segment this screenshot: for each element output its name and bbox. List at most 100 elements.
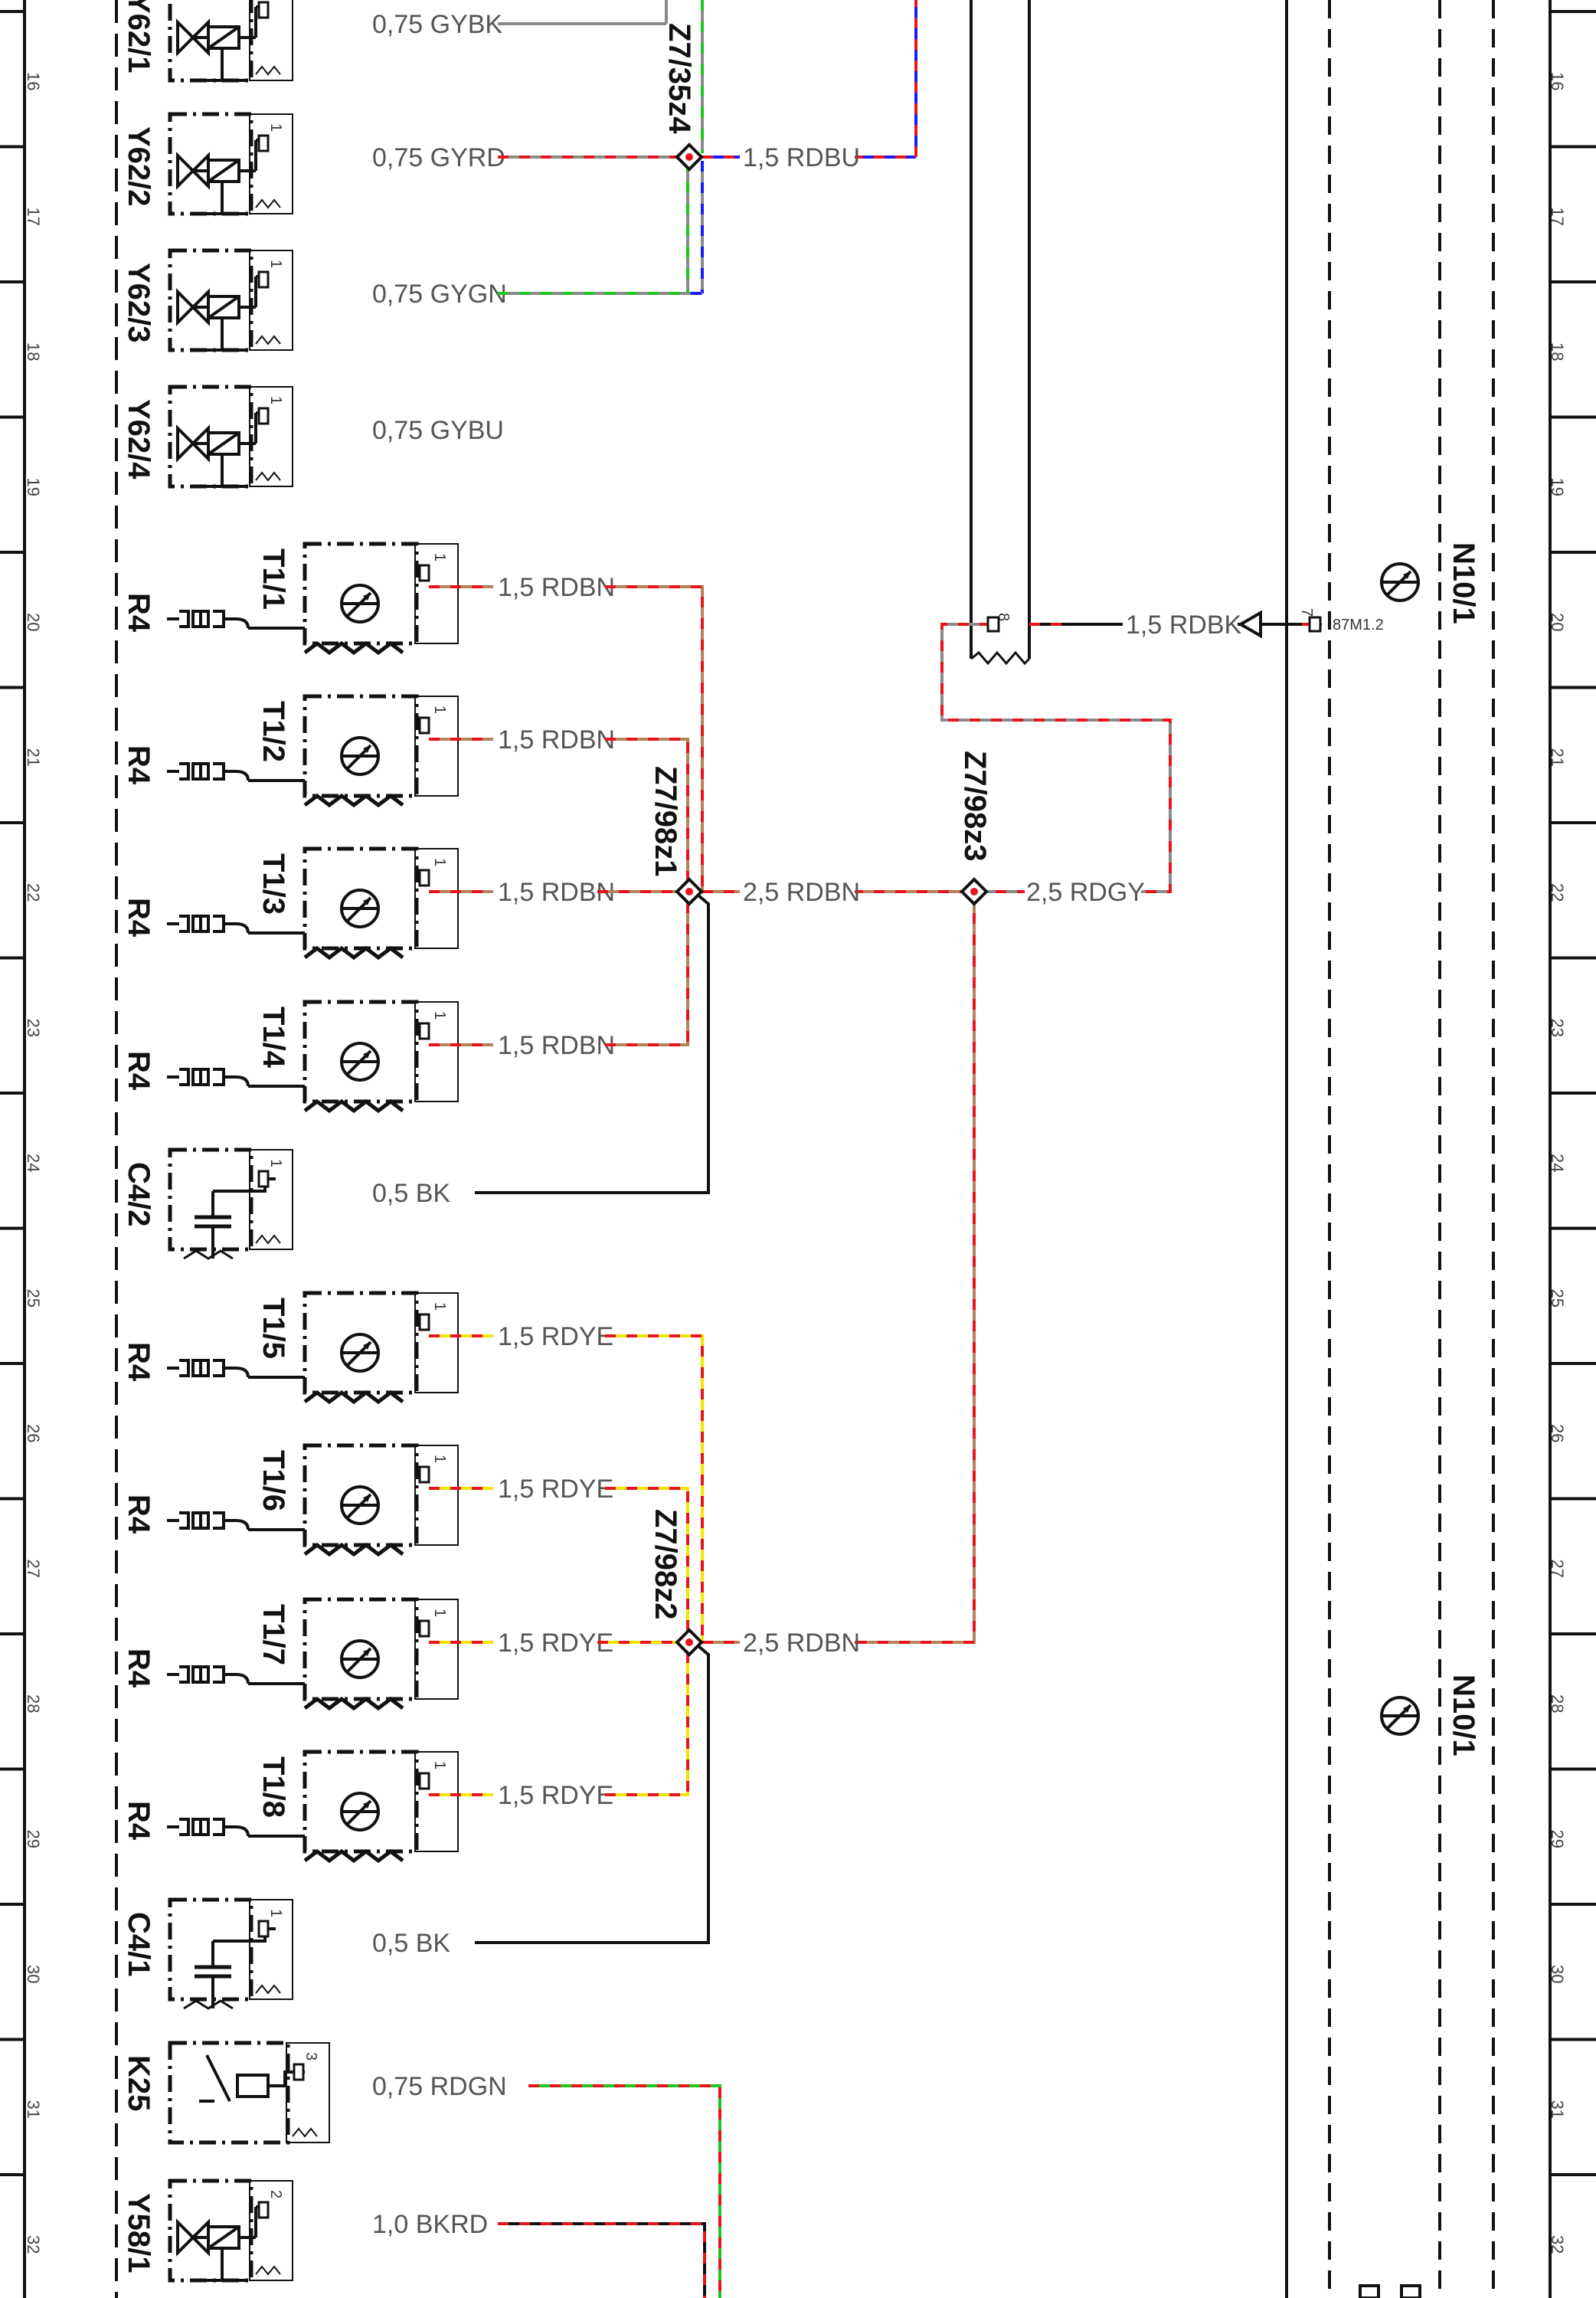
wiring bbox=[475, 0, 1322, 2298]
injector-icon bbox=[340, 1485, 380, 1525]
pin-7: 7 bbox=[1298, 608, 1315, 617]
sensor-connector-icon bbox=[165, 610, 250, 630]
row-number-left: 22 bbox=[24, 883, 43, 902]
component-box bbox=[168, 2041, 290, 2145]
row-number-right: 27 bbox=[1548, 1560, 1567, 1578]
component-label: T1/4 bbox=[257, 1007, 290, 1069]
wire-label: 1,5 RDBN bbox=[498, 573, 615, 602]
row-number-left: 27 bbox=[24, 1560, 43, 1578]
component-box bbox=[303, 1291, 419, 1395]
component-box bbox=[168, 2179, 253, 2283]
solenoid-valve-icon bbox=[176, 2205, 270, 2282]
injector-icon bbox=[340, 1792, 380, 1832]
sensor-label: R4 bbox=[122, 593, 155, 633]
row-number-right: 19 bbox=[1548, 478, 1567, 496]
pin-number: 1 bbox=[267, 1159, 284, 1167]
row-number-right: 31 bbox=[1548, 2100, 1567, 2119]
pin-terminal bbox=[257, 1, 270, 19]
wire-label: 0,75 GYBU bbox=[372, 416, 504, 445]
connector-box bbox=[249, 1149, 293, 1250]
row-number-left: 29 bbox=[24, 1830, 43, 1848]
injector-icon bbox=[340, 889, 380, 928]
component-label: T1/8 bbox=[257, 1756, 290, 1818]
sensor-connector-icon bbox=[165, 1068, 250, 1088]
injector-icon bbox=[340, 1639, 380, 1679]
wire-label: 0,75 GYGN bbox=[372, 280, 507, 309]
row-number-right: 23 bbox=[1548, 1019, 1567, 1037]
wire-label-rdbk: 1,5 RDBK bbox=[1126, 611, 1241, 640]
row-number-right: 32 bbox=[1548, 2235, 1567, 2254]
component-label: Y58/1 bbox=[122, 2193, 155, 2273]
row-number-right: 17 bbox=[1548, 208, 1567, 226]
connector-box bbox=[414, 696, 459, 797]
row-number-left: 20 bbox=[24, 613, 43, 631]
component-label: T1/5 bbox=[257, 1298, 290, 1359]
module-label-upper: N10/1 bbox=[1447, 542, 1480, 624]
pin-number: 1 bbox=[431, 1011, 448, 1020]
wire-label-rdbu: 1,5 RDBU bbox=[743, 143, 860, 172]
pin-number: 1 bbox=[431, 1609, 448, 1617]
row-number-right: 26 bbox=[1548, 1424, 1567, 1442]
component-box bbox=[168, 0, 253, 83]
module-label-lower: N10/1 bbox=[1447, 1674, 1480, 1756]
injector-icon bbox=[340, 584, 380, 624]
pin-number: 3 bbox=[303, 2052, 319, 2061]
pin-terminal bbox=[418, 1619, 430, 1638]
connector-box bbox=[249, 386, 293, 487]
solenoid-valve-icon bbox=[176, 5, 270, 82]
pin-terminal bbox=[257, 407, 270, 425]
component-box bbox=[303, 1443, 419, 1547]
sensor-label: R4 bbox=[122, 1494, 155, 1534]
connector-box bbox=[414, 848, 459, 949]
wire-label-rdgy: 2,5 RDGY bbox=[1026, 878, 1145, 907]
connector-box bbox=[414, 1001, 459, 1102]
pin-number: 1 bbox=[431, 858, 448, 866]
sensor-connector-icon bbox=[165, 915, 250, 935]
splice-label-z7-98z1: Z7/98z1 bbox=[649, 766, 682, 877]
pin-number: 1 bbox=[431, 1761, 448, 1769]
splice-nodes bbox=[675, 142, 989, 1657]
pin-label-87m1-2: 87M1.2 bbox=[1333, 617, 1384, 633]
component-label: K25 bbox=[122, 2055, 155, 2111]
pin-terminal bbox=[257, 1920, 270, 1938]
pin-terminal bbox=[418, 1022, 430, 1040]
wire-label-rdbn-98z2: 2,5 RDBN bbox=[743, 1629, 860, 1658]
pin-number: 1 bbox=[431, 553, 448, 561]
wire-label: 1,5 RDBN bbox=[498, 725, 615, 755]
splice-label-z7-98z2: Z7/98z2 bbox=[649, 1509, 682, 1620]
pin-terminal bbox=[418, 869, 430, 887]
component-y62-1: Y62/110,75 GYBK bbox=[122, 0, 502, 83]
row-number-left: 16 bbox=[24, 72, 43, 90]
sensor-label: R4 bbox=[122, 1051, 155, 1091]
wire-label: 1,5 RDYE bbox=[498, 1781, 613, 1810]
component-label: T1/7 bbox=[257, 1604, 290, 1665]
sensor-label: R4 bbox=[122, 1648, 155, 1688]
relay-coil-icon bbox=[236, 2074, 270, 2098]
frame bbox=[23, 0, 1552, 2298]
component-box bbox=[168, 248, 253, 352]
sensor-connector-icon bbox=[165, 1665, 250, 1685]
sensor-connector-icon bbox=[165, 1818, 250, 1838]
row-number-left: 26 bbox=[24, 1424, 43, 1442]
component-box bbox=[303, 542, 419, 646]
row-number-right: 28 bbox=[1548, 1694, 1567, 1713]
module-symbol-upper bbox=[1380, 562, 1420, 602]
connector-box bbox=[414, 1751, 459, 1852]
pin-number: 1 bbox=[431, 1302, 448, 1311]
wire-label: 1,5 RDYE bbox=[498, 1322, 613, 1351]
row-number-left: 19 bbox=[24, 478, 43, 496]
pin-terminal bbox=[418, 1465, 430, 1484]
row-number-left: 24 bbox=[24, 1154, 43, 1172]
wire-label: 1,5 RDYE bbox=[498, 1475, 613, 1504]
row-number-right: 16 bbox=[1548, 72, 1567, 90]
row-number-left: 17 bbox=[24, 208, 43, 226]
component-box bbox=[168, 385, 253, 489]
